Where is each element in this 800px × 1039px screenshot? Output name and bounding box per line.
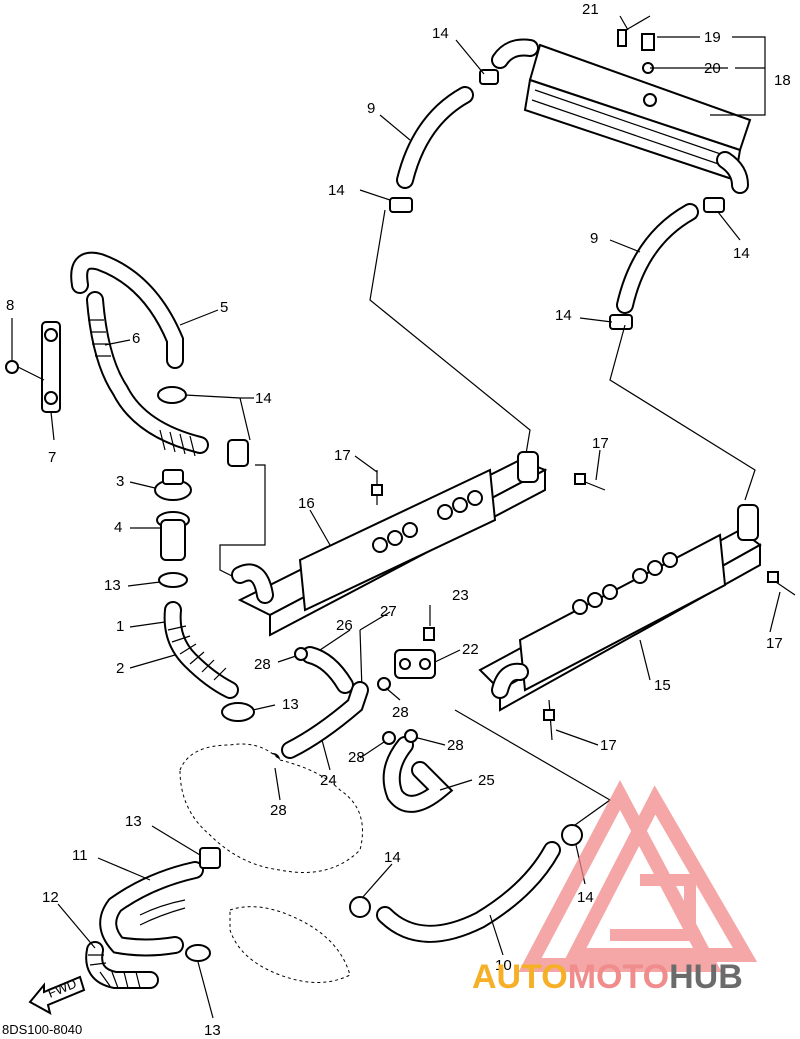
callout-1: 1	[116, 618, 124, 635]
clamp-13-mid	[221, 702, 255, 722]
callout-14: 14	[555, 307, 572, 324]
callout-22: 22	[462, 641, 479, 658]
callout-28: 28	[447, 737, 464, 754]
callout-5: 5	[220, 299, 228, 316]
callout-11: 11	[72, 847, 88, 864]
engine-outline	[179, 743, 363, 983]
callout-14: 14	[328, 182, 345, 199]
hose-9-left	[396, 86, 474, 189]
callout-17: 17	[600, 737, 617, 754]
hose-25	[382, 736, 454, 813]
callout-14: 14	[577, 889, 594, 906]
hose-6	[86, 291, 209, 457]
callout-14: 14	[255, 390, 272, 407]
callout-4: 4	[114, 519, 122, 536]
callout-9: 9	[590, 230, 598, 247]
valve-22	[394, 649, 436, 679]
callout-25: 25	[478, 772, 495, 789]
oil-cooler-assembly	[491, 15, 752, 194]
bolt-8	[5, 360, 45, 381]
callout-17: 17	[334, 447, 351, 464]
hose-1-2	[163, 601, 239, 699]
callout-28: 28	[270, 802, 287, 819]
housing-4	[156, 511, 190, 561]
hose-11	[99, 861, 204, 957]
callout-6: 6	[132, 330, 140, 347]
callout-26: 26	[336, 617, 353, 634]
hose-5	[70, 251, 184, 369]
svg-text:AUTOMOTOHUB: AUTOMOTOHUB	[472, 958, 743, 996]
callout-14: 14	[384, 849, 401, 866]
screws-17	[371, 470, 796, 741]
callout-17: 17	[766, 635, 783, 652]
watermark-word-hub: HUB	[669, 958, 743, 996]
callout-14: 14	[733, 245, 750, 262]
clamp-13-upper	[158, 572, 188, 588]
callout-19: 19	[704, 29, 721, 46]
callout-15: 15	[654, 677, 671, 694]
callout-7: 7	[48, 449, 56, 466]
callout-2: 2	[116, 660, 124, 677]
diagram-code: 8DS100-8040	[2, 1022, 82, 1037]
hose-26	[301, 646, 354, 694]
callout-27: 27	[380, 603, 397, 620]
hose-10	[376, 841, 561, 943]
bracket-7	[41, 321, 61, 413]
hose-9-right	[616, 203, 699, 314]
callout-10: 10	[495, 957, 512, 974]
watermark-word-moto: MOTO	[568, 958, 669, 996]
callout-13: 13	[282, 696, 299, 713]
clamps-bottom	[185, 824, 583, 962]
callout-20: 20	[704, 60, 721, 77]
callout-17: 17	[592, 435, 609, 452]
fwd-arrow-icon: FWD	[28, 975, 86, 1015]
callout-28: 28	[348, 749, 365, 766]
hose-12	[85, 941, 159, 989]
callout-28: 28	[254, 656, 271, 673]
screw-23	[423, 627, 435, 641]
callout-12: 12	[42, 889, 59, 906]
callout-13: 13	[104, 577, 121, 594]
callout-leaders	[11, 15, 781, 1019]
radiator-16	[231, 451, 548, 637]
hose-24	[281, 681, 369, 759]
callout-labels: 21 19 20 18 14 9 14 9 14 14 8 5 6 7 14 3…	[6, 1, 791, 1039]
clamps-14	[389, 69, 725, 330]
callout-21: 21	[582, 1, 599, 18]
callout-9: 9	[367, 100, 375, 117]
watermark-word-auto: AUTO	[472, 958, 568, 996]
callout-23: 23	[452, 587, 469, 604]
watermark-text: AUTOMOTOHUB	[472, 958, 743, 996]
radiator-15	[478, 504, 762, 712]
callout-8: 8	[6, 297, 14, 314]
callout-28: 28	[392, 704, 409, 721]
callout-18: 18	[774, 72, 791, 89]
callout-16: 16	[298, 495, 315, 512]
callout-13: 13	[204, 1022, 221, 1039]
tie-27	[359, 629, 363, 691]
callout-14: 14	[432, 25, 449, 42]
callout-13: 13	[125, 813, 142, 830]
watermark-logo	[518, 780, 758, 972]
cap-3	[154, 469, 192, 501]
callout-3: 3	[116, 473, 124, 490]
callout-24: 24	[320, 772, 337, 789]
